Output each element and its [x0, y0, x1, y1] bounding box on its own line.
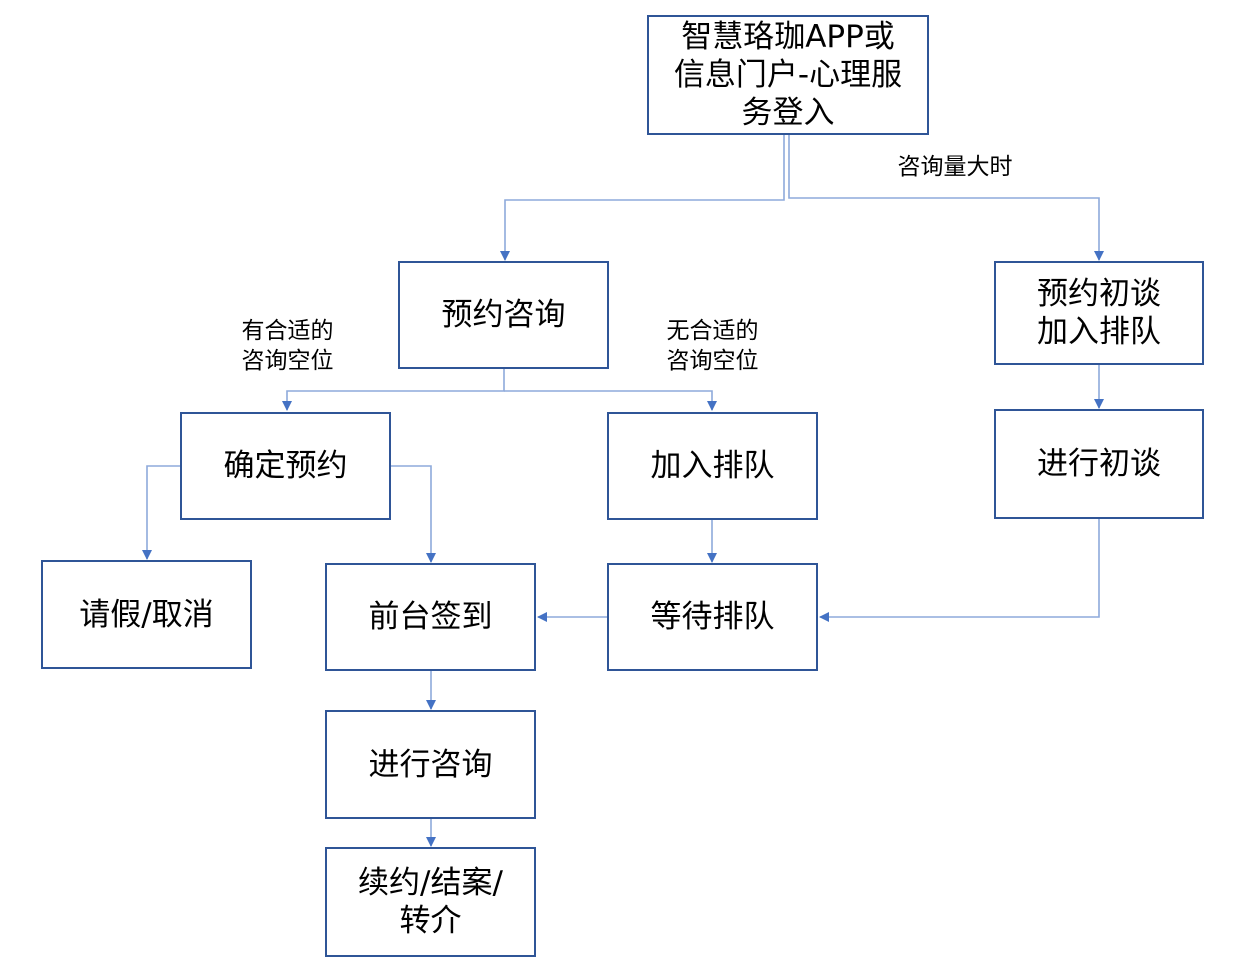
edge-confirm-to-leave-cancel [142, 465, 181, 560]
edge-book-consult-to-join-queue [504, 390, 717, 411]
edge-login-to-intake-queue [788, 134, 1104, 261]
edge-label-no-slot: 无合适的 咨询空位 [666, 318, 759, 374]
node-join-queue: 加入排队 [607, 412, 818, 520]
node-conduct-consult: 进行咨询 [325, 710, 536, 819]
node-intake-session: 进行初谈 [994, 409, 1204, 519]
node-confirm-booking: 确定预约 [180, 412, 391, 520]
node-book-consult: 预约咨询 [398, 261, 609, 369]
edge-label-slot-available: 有合适的 咨询空位 [241, 318, 334, 374]
edge-login-to-book-consult [500, 134, 785, 261]
node-intake-queue: 预约初谈 加入排队 [994, 261, 1204, 365]
node-wait-queue: 等待排队 [607, 563, 818, 671]
edge-label-high-volume: 咨询量大时 [897, 154, 1013, 180]
edge-book-consult-to-confirm [282, 368, 505, 411]
edge-intake-session-to-wait-queue [819, 518, 1100, 622]
node-front-desk-checkin: 前台签到 [325, 563, 536, 671]
edge-confirm-to-checkin [391, 465, 436, 563]
node-login: 智慧珞珈APP或 信息门户-心理服 务登入 [647, 15, 929, 135]
node-leave-cancel: 请假/取消 [41, 560, 252, 669]
node-renew-close-refer: 续约/结案/ 转介 [325, 847, 536, 957]
